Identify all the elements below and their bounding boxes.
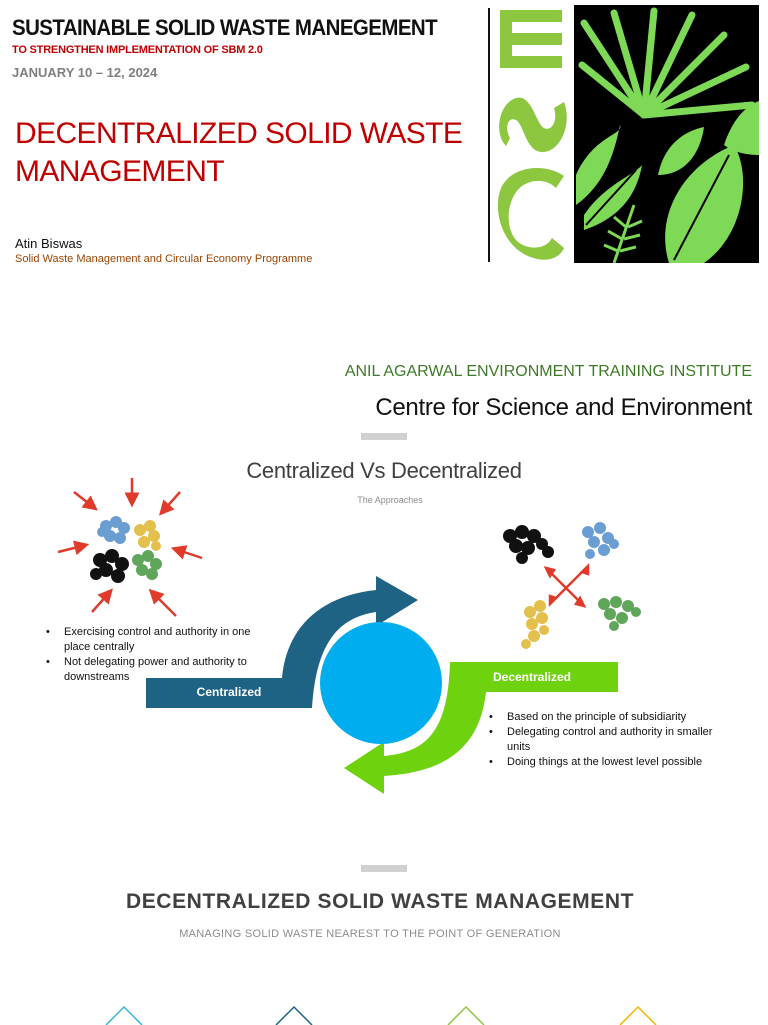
triangle-icon bbox=[447, 1005, 485, 1025]
centralized-decentralized-cycle-diagram bbox=[146, 576, 618, 794]
centralized-points: Exercising control and authority in one … bbox=[44, 625, 274, 685]
decentralized-label: Decentralized bbox=[492, 670, 572, 684]
presentation-title: DECENTRALIZED SOLID WASTE MANAGEMENT bbox=[15, 117, 463, 188]
list-item: Based on the principle of subsidiarity bbox=[487, 710, 727, 725]
conference-subtitle: TO STRENGTHEN IMPLEMENTATION OF SBM 2.0 bbox=[12, 44, 263, 56]
triangle-icon bbox=[619, 1005, 657, 1025]
conference-title: SUSTAINABLE SOLID WASTE MANEGEMENT bbox=[12, 15, 438, 40]
list-item: Not delegating power and authority to do… bbox=[44, 655, 274, 685]
triangle-icon bbox=[275, 1005, 313, 1025]
conference-dates: JANUARY 10 – 12, 2024 bbox=[12, 65, 158, 80]
section-title: DECENTRALIZED SOLID WASTE MANAGEMENT bbox=[125, 890, 635, 913]
decentralized-points: Based on the principle of subsidiarity D… bbox=[487, 710, 727, 770]
leaf-illustration bbox=[574, 5, 759, 263]
organization-name: Centre for Science and Environment bbox=[375, 394, 752, 421]
separator-bar bbox=[361, 433, 407, 440]
decentralized-cluster-illustration bbox=[503, 522, 641, 649]
programme-name: Solid Waste Management and Circular Econ… bbox=[15, 253, 313, 265]
separator-bar bbox=[361, 865, 407, 872]
centralized-label: Centralized bbox=[196, 685, 262, 699]
triangle-icon bbox=[105, 1005, 143, 1025]
cse-logo bbox=[497, 10, 567, 260]
list-item: Exercising control and authority in one … bbox=[44, 625, 274, 655]
author-name: Atin Biswas bbox=[15, 236, 83, 251]
centralized-cluster-illustration bbox=[57, 478, 203, 617]
divider-line bbox=[488, 8, 490, 262]
slide-title: Centralized Vs Decentralized bbox=[246, 458, 522, 483]
list-item: Delegating control and authority in smal… bbox=[487, 725, 727, 755]
slide-subtitle: The Approaches bbox=[357, 495, 423, 505]
center-circle bbox=[320, 622, 442, 744]
list-item: Doing things at the lowest level possibl… bbox=[487, 755, 727, 770]
institute-name: ANIL AGARWAL ENVIRONMENT TRAINING INSTIT… bbox=[344, 363, 752, 380]
section-subtitle: MANAGING SOLID WASTE NEAREST TO THE POIN… bbox=[179, 928, 561, 940]
